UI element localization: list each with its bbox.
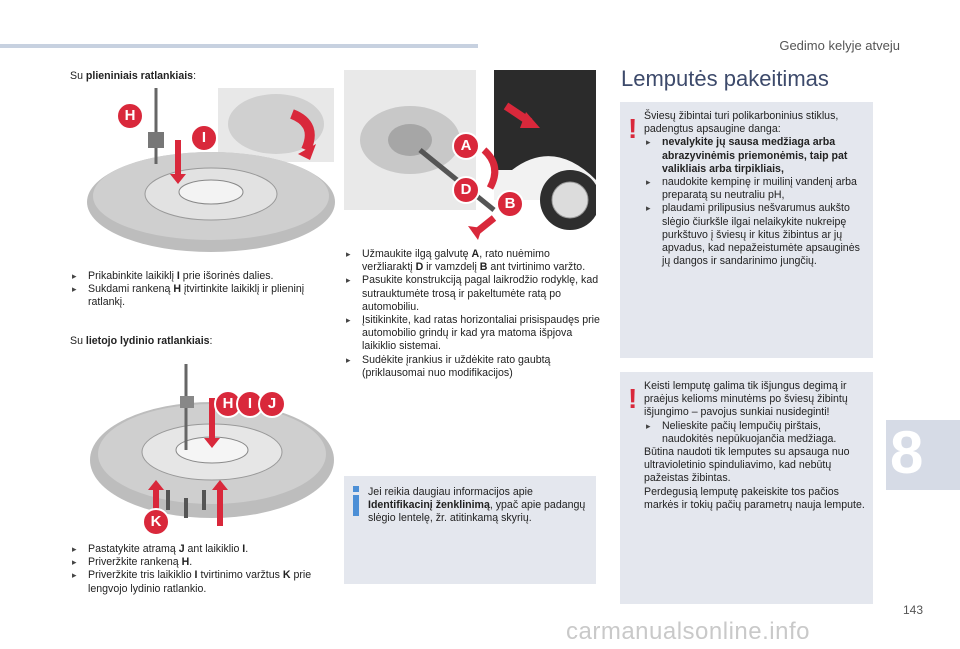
badge-k: K bbox=[142, 508, 170, 535]
badge-h: H bbox=[116, 102, 144, 130]
alloy-bullets: Pastatykite atramą J ant laikiklio I. Pr… bbox=[70, 543, 334, 596]
list-item: Nelieskite pačių lempučių pirštais, naud… bbox=[644, 420, 868, 446]
page-number: 143 bbox=[903, 603, 924, 617]
badge-b: B bbox=[496, 190, 524, 218]
list-item: Prikabinkite laikiklį I prie išorinės da… bbox=[70, 270, 334, 283]
badge-j: J bbox=[258, 390, 286, 418]
list-item: Užmaukite ilgą galvutę A, rato nuėmimo v… bbox=[344, 248, 600, 274]
list-item: Sudėkite įrankius ir uždėkite rato gaubt… bbox=[344, 354, 600, 380]
steel-wheel-illustration: H I bbox=[86, 84, 338, 252]
list-item: nevalykite jų sausa medžiaga arba abrazy… bbox=[644, 136, 868, 176]
list-item: naudokite kempinę ir muilinį vandenį arb… bbox=[644, 176, 868, 202]
info-text: Jei reikia daugiau informacijos apie Ide… bbox=[368, 486, 586, 525]
warning-box-1: ! Šviesų žibintai turi polikarboninius s… bbox=[620, 102, 873, 358]
warning-icon: ! bbox=[628, 113, 638, 144]
header-bar bbox=[0, 44, 478, 48]
list-item: plaudami prilipusius nešvarumus aukšto s… bbox=[644, 202, 868, 268]
list-item: Sukdami rankeną H įtvirtinkite laikiklį … bbox=[70, 283, 334, 309]
warning-box-2: ! Keisti lemputę galima tik išjungus deg… bbox=[620, 372, 873, 604]
warning2-text: Keisti lemputę galima tik išjungus degim… bbox=[644, 380, 868, 512]
list-item: Pastatykite atramą J ant laikiklio I. bbox=[70, 543, 334, 556]
chapter-number: 8 bbox=[890, 419, 924, 486]
chapter-tab bbox=[886, 420, 960, 490]
badge-d: D bbox=[452, 176, 480, 204]
list-item: Pasukite konstrukciją pagal laikrodžio r… bbox=[344, 274, 600, 314]
section-title: Lemputės pakeitimas bbox=[621, 66, 829, 91]
info-box: Jei reikia daugiau informacijos apie Ide… bbox=[344, 476, 596, 584]
steel-bullets: Prikabinkite laikiklį I prie išorinės da… bbox=[70, 270, 334, 310]
alloy-intro: Su lietojo lydinio ratlankiais: bbox=[70, 335, 213, 347]
watermark: carmanualsonline.info bbox=[566, 618, 810, 645]
list-item: Priveržkite tris laikiklio I tvirtinimo … bbox=[70, 569, 334, 595]
middle-bullets: Užmaukite ilgą galvutę A, rato nuėmimo v… bbox=[344, 248, 600, 380]
steel-intro: Su plieniniais ratlankiais: bbox=[70, 70, 197, 82]
badge-i: I bbox=[190, 124, 218, 152]
list-item: Priveržkite rankeną H. bbox=[70, 556, 334, 569]
info-icon bbox=[353, 486, 359, 516]
underbody-illustration: A D B bbox=[344, 70, 596, 240]
badge-a: A bbox=[452, 132, 480, 160]
warning-icon: ! bbox=[628, 383, 638, 414]
warning1-text: Šviesų žibintai turi polikarboninius sti… bbox=[644, 110, 868, 268]
page-header-title: Gedimo kelyje atveju bbox=[779, 38, 900, 53]
list-item: Įsitikinkite, kad ratas horizontaliai pr… bbox=[344, 314, 600, 354]
alloy-wheel-illustration: H I J K bbox=[86, 360, 338, 535]
